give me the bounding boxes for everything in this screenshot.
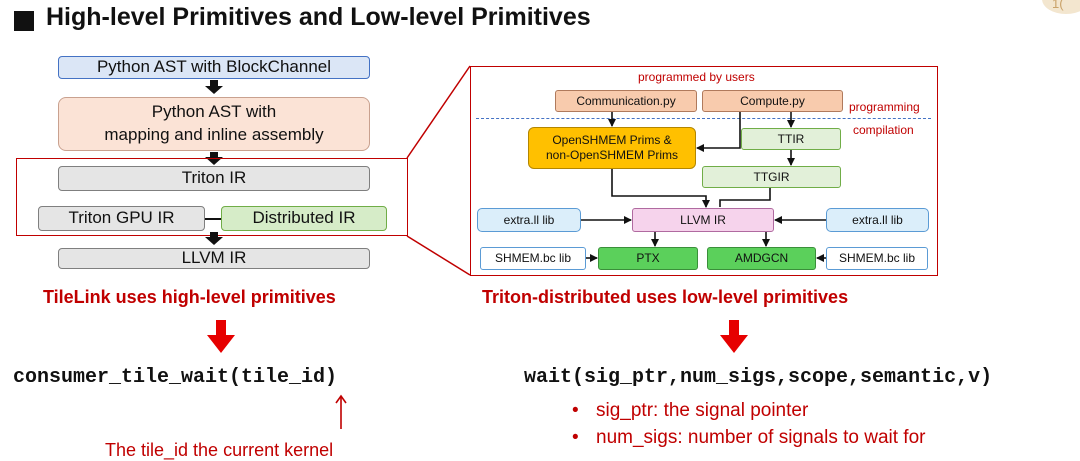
- python-ast-mapping-line2: mapping and inline assembly: [104, 125, 324, 144]
- python-ast-blockchannel-box: Python AST with BlockChannel: [58, 56, 370, 79]
- extra-ll-lib-right-label: extra.ll lib: [852, 212, 903, 227]
- distributed-ir-box: Distributed IR: [221, 206, 387, 231]
- compilation-flow-frame: [470, 66, 938, 276]
- llvm-ir-right-box: LLVM IR: [632, 208, 774, 232]
- right-heading: Triton-distributed uses low-level primit…: [482, 287, 849, 307]
- openshmem-prims-box: OpenSHMEM Prims & non-OpenSHMEM Prims: [528, 127, 696, 169]
- ttir-box: TTIR: [741, 128, 841, 150]
- shmem-bc-lib-right-label: SHMEM.bc lib: [838, 251, 915, 265]
- bullet-text: num_sigs: number of signals to wait for: [596, 427, 926, 448]
- compute-py-box: Compute.py: [702, 90, 843, 112]
- slide-title: High-level Primitives and Low-level Prim…: [46, 3, 591, 31]
- bullet-item: • sig_ptr: the signal pointer: [572, 400, 808, 422]
- arrow-stem: [210, 80, 218, 86]
- extra-ll-lib-left-label: extra.ll lib: [503, 212, 555, 227]
- llvm-ir-label: LLVM IR: [181, 248, 247, 268]
- ttir-label: TTIR: [777, 131, 805, 146]
- compilation-label: compilation: [853, 123, 914, 137]
- distributed-ir-label: Distributed IR: [252, 208, 356, 228]
- down-arrow-icon: [205, 157, 223, 165]
- ttgir-box: TTGIR: [702, 166, 841, 188]
- page-number: 1(: [1052, 0, 1064, 11]
- shmem-bc-lib-left-label: SHMEM.bc lib: [494, 251, 571, 265]
- left-heading: TileLink uses high-level primitives: [43, 287, 336, 307]
- amdgcn-label: AMDGCN: [734, 251, 789, 265]
- dashed-divider: [476, 118, 931, 119]
- llvm-ir-right-label: LLVM IR: [680, 212, 726, 227]
- right-code: wait(sig_ptr,num_sigs,scope,semantic,v): [524, 366, 993, 389]
- tile-id-annotation: The tile_id the current kernel: [105, 440, 334, 460]
- extra-ll-lib-left-box: extra.ll lib: [477, 208, 581, 232]
- llvm-ir-box: LLVM IR: [58, 248, 370, 269]
- left-code: consumer_tile_wait(tile_id): [13, 366, 338, 389]
- communication-py-box: Communication.py: [555, 90, 697, 112]
- programming-label: programming: [849, 100, 920, 114]
- ptx-box: PTX: [598, 247, 698, 270]
- triton-gpu-ir-box: Triton GPU IR: [38, 206, 205, 231]
- python-ast-mapping-box: Python AST with mapping and inline assem…: [58, 97, 370, 151]
- ptx-label: PTX: [636, 251, 660, 265]
- page-number-badge: 1(: [1042, 0, 1080, 14]
- bullet-dot-icon: •: [572, 427, 579, 448]
- openshmem-prims-line2: non-OpenSHMEM Prims: [545, 148, 679, 162]
- python-ast-mapping-line1: Python AST with: [151, 102, 277, 122]
- bullet-dot-icon: •: [572, 400, 579, 421]
- programmed-by-users-label: programmed by users: [638, 70, 755, 84]
- down-arrow-icon: [207, 320, 235, 353]
- amdgcn-box: AMDGCN: [707, 247, 816, 270]
- communication-py-label: Communication.py: [576, 93, 676, 108]
- python-ast-blockchannel-label: Python AST with BlockChannel: [96, 57, 332, 77]
- openshmem-prims-line1: OpenSHMEM Prims &: [552, 133, 672, 147]
- shmem-bc-lib-right-box: SHMEM.bc lib: [826, 247, 928, 270]
- bullet-item: • num_sigs: number of signals to wait for: [572, 427, 926, 449]
- down-arrow-icon: [720, 320, 748, 353]
- arrow-stem: [210, 232, 218, 238]
- ttgir-label: TTGIR: [753, 169, 790, 184]
- up-arrow-icon: [335, 394, 347, 429]
- bullet-text: sig_ptr: the signal pointer: [596, 400, 809, 421]
- shmem-bc-lib-left-box: SHMEM.bc lib: [480, 247, 586, 270]
- compute-py-label: Compute.py: [740, 93, 805, 108]
- triton-ir-label: Triton IR: [181, 168, 247, 188]
- arrow-stem: [210, 152, 218, 158]
- extra-ll-lib-right-box: extra.ll lib: [826, 208, 929, 232]
- down-arrow-icon: [205, 86, 223, 94]
- down-arrow-icon: [205, 237, 223, 245]
- square-bullet-icon: [14, 11, 34, 31]
- triton-gpu-ir-label: Triton GPU IR: [68, 208, 175, 228]
- triton-ir-box: Triton IR: [58, 166, 370, 191]
- connector-line: [205, 218, 221, 220]
